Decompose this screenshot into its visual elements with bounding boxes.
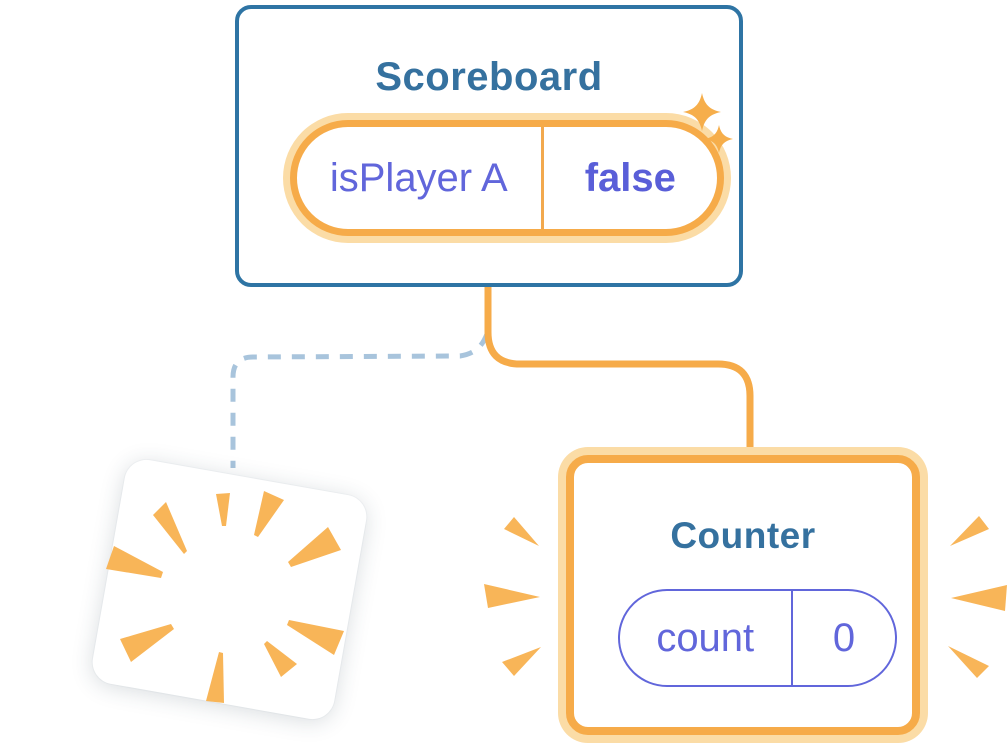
counter-card: Counter count 0 bbox=[566, 455, 920, 735]
state-value-label: false bbox=[584, 155, 676, 200]
poof-burst-icon bbox=[106, 491, 344, 703]
scoreboard-card: Scoreboard isPlayer A false bbox=[235, 5, 743, 287]
emphasis-rays-left-icon bbox=[484, 517, 541, 676]
connector-solid-created bbox=[484, 285, 754, 460]
connector-dashed-destroyed bbox=[230, 333, 490, 468]
scoreboard-state-pill: isPlayer A false bbox=[290, 120, 724, 236]
counter-state-pill: count 0 bbox=[618, 589, 897, 687]
sparkles-icon bbox=[683, 93, 721, 131]
emphasis-rays-right-icon bbox=[948, 516, 1007, 678]
pill-divider bbox=[540, 127, 544, 229]
count-pill-divider bbox=[790, 591, 793, 685]
count-key-label: count bbox=[656, 615, 755, 660]
state-key-label: isPlayer A bbox=[329, 155, 508, 200]
scoreboard-title: Scoreboard bbox=[375, 55, 603, 99]
sparkle-small-icon bbox=[705, 125, 733, 153]
count-value-label: 0 bbox=[832, 615, 856, 660]
counter-title: Counter bbox=[670, 515, 816, 556]
